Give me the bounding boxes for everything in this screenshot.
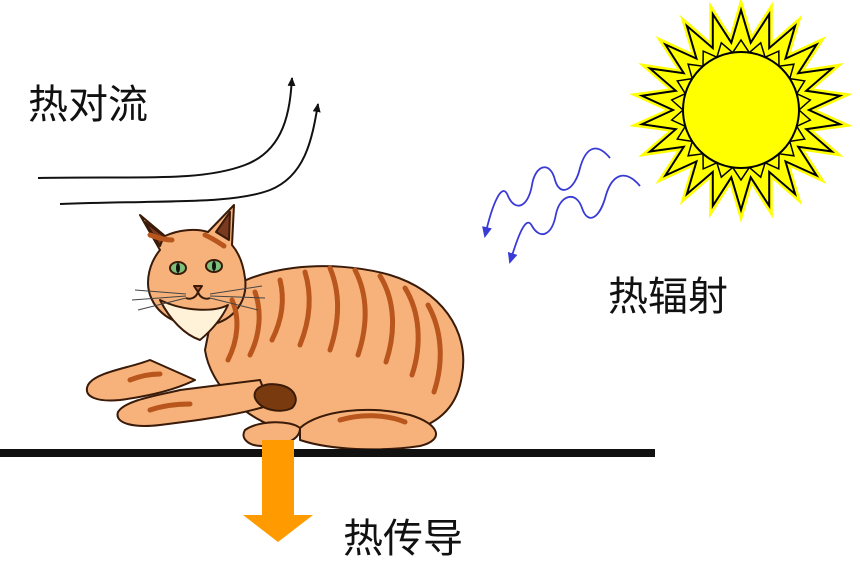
cat-mouth [185,291,211,300]
convection-label: 热对流 [28,82,148,128]
sun-icon [629,0,853,224]
radiation-wave-2 [507,174,641,264]
radiation-wave-1 [482,147,611,238]
cat-front-leg-left [85,359,196,402]
convection-arrow-2 [59,103,321,205]
convection-arrows-icon [37,77,321,205]
cat-whiskers [131,285,266,311]
ground-line [0,449,655,457]
conduction-label: 热传导 [343,516,463,562]
cat-stripes [127,232,443,425]
cat-dark-paw [253,383,297,412]
cat-nose [193,285,203,293]
radiation-label: 热辐射 [608,274,728,320]
cat-pupil-right [212,261,216,271]
sun-disc [682,51,800,169]
down-arrow-icon [243,440,313,542]
cat-pupil-left [176,263,180,273]
cat-illustration [85,204,465,451]
radiation-waves-icon [482,147,641,264]
cat-ear-right [215,211,231,241]
cat-chest [159,299,229,341]
cat-front-leg-right [116,379,271,427]
convection-arrow-1 [37,77,296,179]
